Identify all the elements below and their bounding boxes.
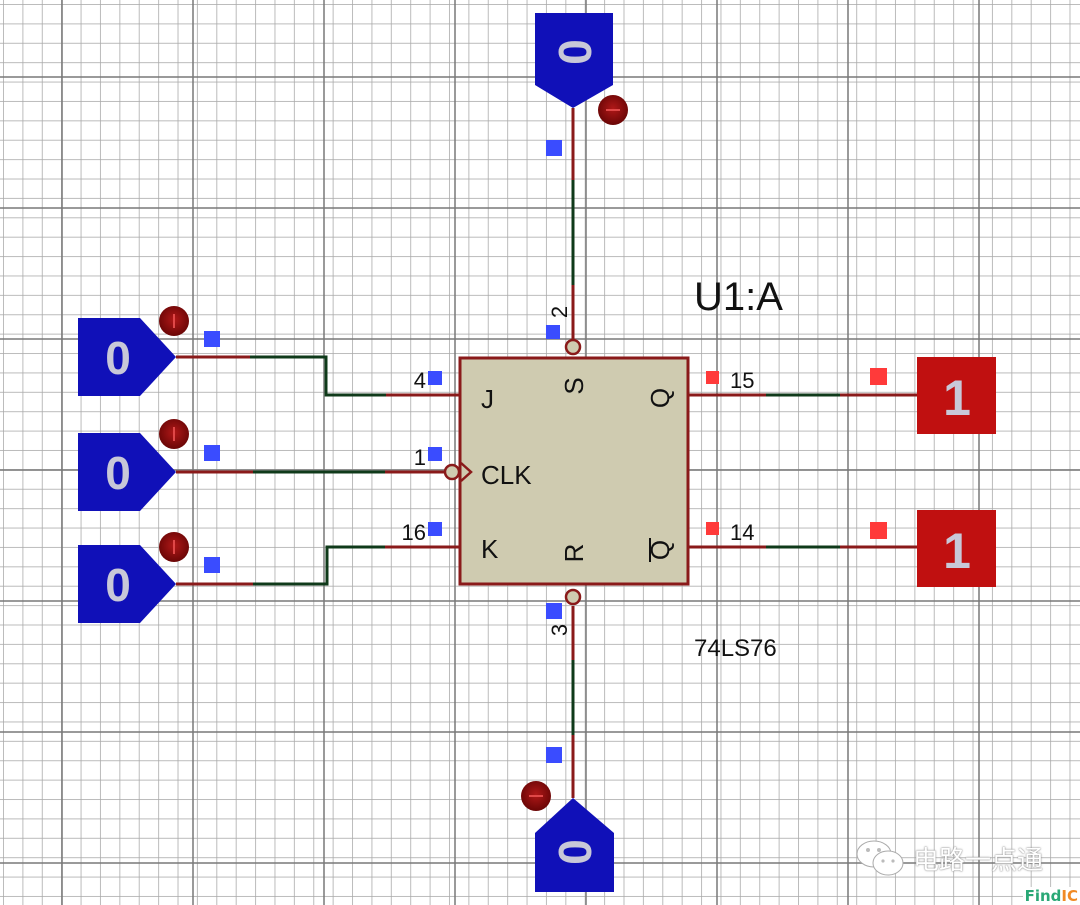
pin-number-clk: 1 — [414, 445, 426, 470]
logic-state-markers — [204, 140, 887, 763]
low-state-marker — [204, 445, 220, 461]
output-probe-value: 1 — [943, 370, 971, 426]
input-probe-value: 0 — [549, 839, 601, 865]
high-state-marker — [870, 522, 887, 539]
low-state-marker — [428, 522, 442, 536]
pin-number-s: 2 — [547, 306, 572, 318]
pin-number-r: 3 — [547, 624, 572, 636]
pin-label-clk: CLK — [481, 460, 532, 490]
wire-j-b — [250, 355, 386, 397]
pin-label-k: K — [481, 534, 499, 564]
pin-numbers: 4 1 16 2 3 15 14 — [402, 306, 755, 636]
watermark: 电路一点通 — [855, 838, 1043, 878]
component-part-number: 74LS76 — [694, 635, 777, 662]
input-probe-body[interactable] — [78, 545, 176, 623]
input-probe-k[interactable]: 0 — [78, 545, 176, 623]
toggle-set-button[interactable] — [598, 95, 628, 125]
wire-k-b — [253, 545, 385, 586]
pin-number-j: 4 — [414, 368, 426, 393]
set-inversion-bubble — [564, 338, 582, 356]
high-state-marker — [870, 368, 887, 385]
low-state-marker — [546, 603, 562, 619]
component-reference: U1:A — [694, 275, 783, 319]
toggle-clk-button[interactable] — [159, 419, 189, 449]
logo-find: Find — [1024, 887, 1062, 905]
pin-number-q: 15 — [730, 368, 754, 393]
input-probe-body[interactable] — [78, 318, 176, 396]
output-probe-q: 1 — [917, 357, 996, 434]
toggle-buttons — [159, 95, 628, 811]
pin-label-j: J — [481, 384, 494, 414]
input-probe-value: 0 — [105, 559, 131, 611]
low-state-marker — [204, 557, 220, 573]
input-probe-clk[interactable]: 0 — [78, 433, 176, 511]
low-state-marker — [204, 331, 220, 347]
pin-number-qbar: 14 — [730, 520, 754, 545]
output-probe-body — [917, 510, 996, 587]
pin-number-k: 16 — [402, 520, 426, 545]
output-probe-value: 1 — [943, 523, 971, 579]
logo-ic: IC — [1061, 887, 1078, 905]
input-probe-set[interactable]: 0 — [535, 13, 613, 108]
wires — [176, 108, 918, 798]
jk-flip-flop-chip[interactable]: J CLK K S R Q Q — [443, 338, 690, 606]
low-state-marker — [428, 371, 442, 385]
input-probe-body[interactable] — [535, 798, 614, 892]
high-state-marker — [706, 522, 719, 535]
reset-inversion-bubble — [564, 588, 582, 606]
pin-label-qbar: Q — [645, 540, 675, 560]
toggle-reset-button[interactable] — [521, 781, 551, 811]
input-probe-value: 0 — [105, 332, 131, 384]
watermark-text: 电路一点通 — [913, 845, 1044, 876]
input-probe-value: 0 — [105, 447, 131, 499]
input-probe-body[interactable] — [535, 13, 613, 108]
output-probe-body — [917, 357, 996, 434]
high-state-marker — [706, 371, 719, 384]
pin-label-r: R — [559, 544, 589, 563]
pin-label-s: S — [559, 377, 589, 394]
toggle-k-button[interactable] — [159, 532, 189, 562]
low-state-marker — [428, 447, 442, 461]
clk-inversion-bubble — [443, 463, 461, 481]
low-state-marker — [546, 140, 562, 156]
input-probe-value: 0 — [549, 39, 601, 65]
output-probe-qbar: 1 — [917, 510, 996, 587]
input-probe-j[interactable]: 0 — [78, 318, 176, 396]
pin-label-q: Q — [645, 388, 675, 408]
input-probe-reset[interactable]: 0 — [535, 798, 614, 892]
clock-edge-icon — [460, 462, 473, 482]
wechat-icon — [856, 840, 904, 876]
low-state-marker — [546, 747, 562, 763]
input-probe-body[interactable] — [78, 433, 176, 511]
toggle-j-button[interactable] — [159, 306, 189, 336]
findic-logo: FindIC — [1022, 887, 1080, 905]
low-state-marker — [546, 325, 560, 339]
